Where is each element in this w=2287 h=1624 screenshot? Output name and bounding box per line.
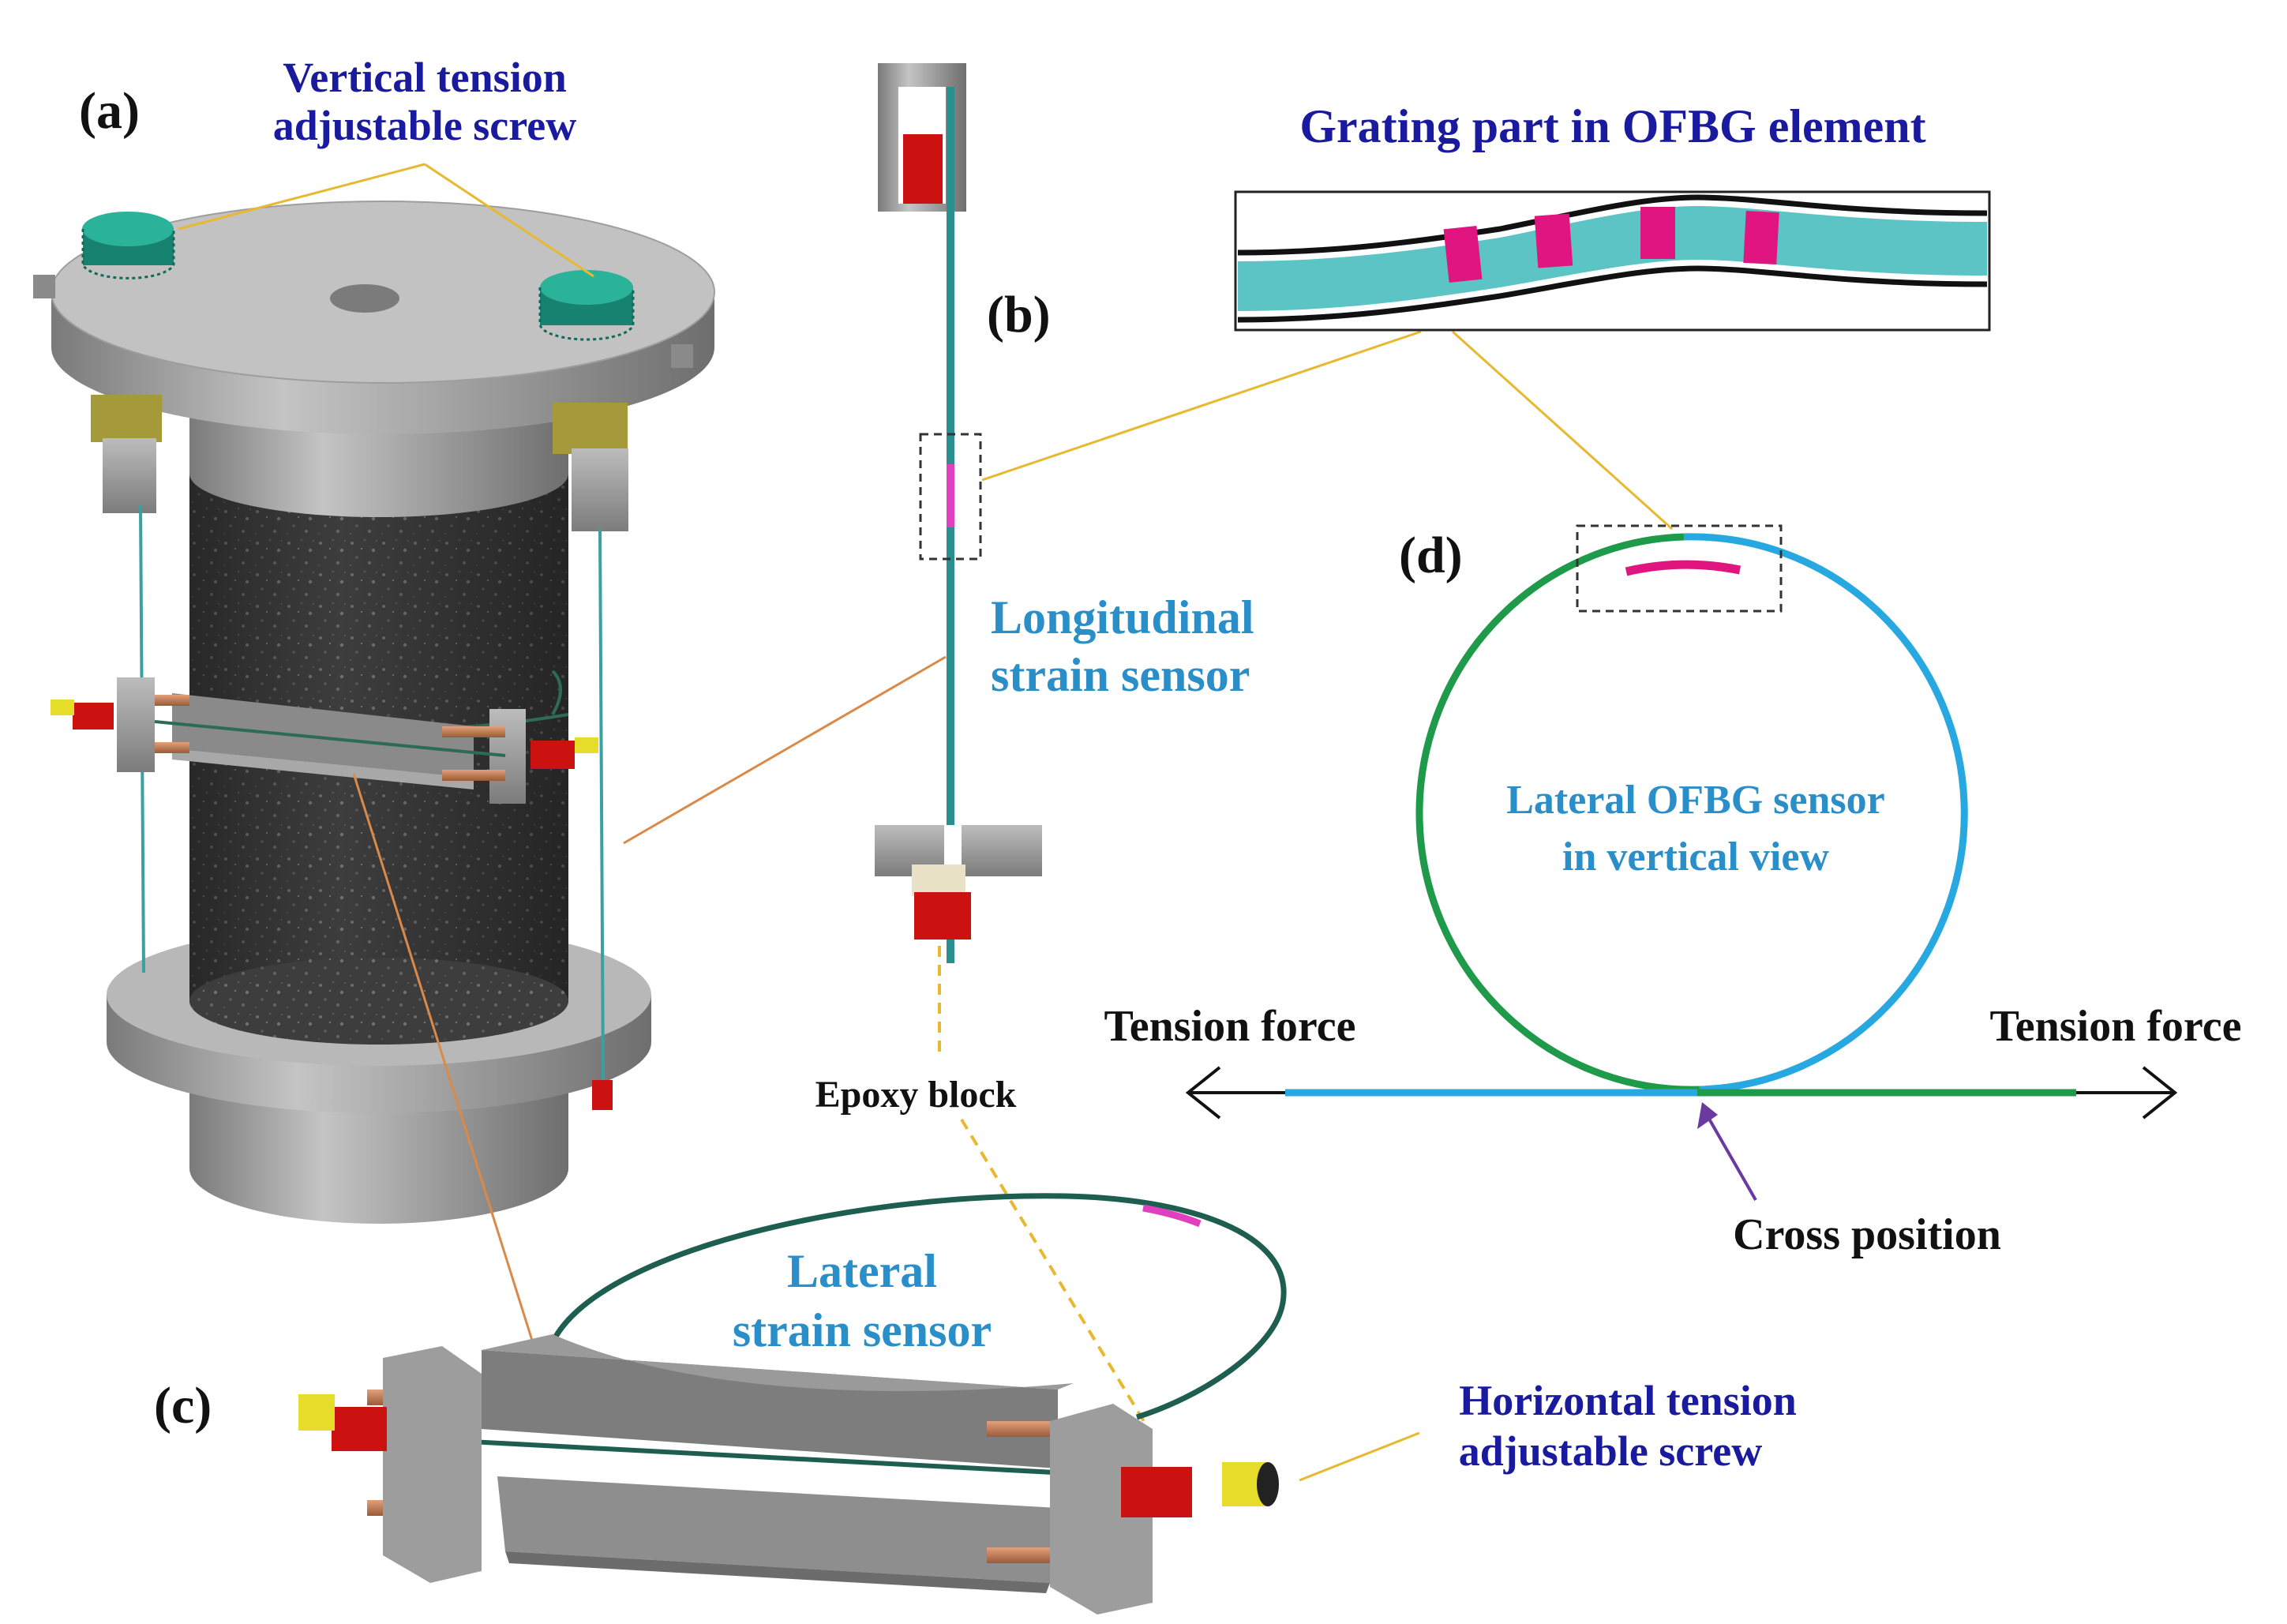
bottom-epoxy-block (914, 892, 971, 940)
vertical-fiber-right (598, 528, 605, 1082)
longitudinal-label-1: Longitudinal (991, 591, 1254, 643)
clamp-bar-upper (482, 1350, 1058, 1468)
panel-label-c: (c) (154, 1377, 212, 1435)
bracket-right (553, 403, 628, 454)
cross-position-label: Cross position (1733, 1210, 2001, 1259)
epoxy-left (332, 1407, 387, 1451)
lateral-ofbg-label-2: in vertical view (1562, 835, 1829, 880)
grating-highlight-box-d (1576, 524, 1783, 613)
longitudinal-label-2: strain sensor (991, 649, 1250, 701)
vertical-screw-left (81, 212, 175, 279)
screw-left (298, 1394, 335, 1431)
lateral-label-1: Lateral (787, 1245, 937, 1297)
lateral-ofbg-label-1: Lateral OFBG sensor (1506, 778, 1885, 823)
loop-green-arc (1415, 533, 1700, 1093)
lateral-clamp-small (51, 677, 598, 804)
hanger-right (572, 448, 628, 531)
panel-d-lateral-view (1185, 524, 2178, 1201)
vertical-screw-label-1: Vertical tension (283, 54, 566, 101)
lateral-grating (1142, 1204, 1202, 1228)
callout-lines-a (178, 163, 947, 1431)
end-block-right (1050, 1404, 1153, 1615)
panel-c-lateral-sensor (298, 1193, 1287, 1615)
grating-marks (1443, 207, 1779, 283)
grating-highlight-box-b (919, 433, 982, 561)
horizontal-screw-label-2: adjustable screw (1459, 1427, 1763, 1475)
grating-detail-panel (1234, 190, 1991, 332)
clamp-bar-lower (497, 1476, 1058, 1583)
loop-blue-arc (1683, 533, 1968, 1093)
lateral-fiber-loop (549, 1193, 1287, 1420)
end-block-left (383, 1346, 482, 1583)
loop-grating (1625, 560, 1741, 576)
horizontal-screw-label-1: Horizontal tension (1459, 1377, 1797, 1424)
lateral-label-2: strain sensor (733, 1304, 992, 1356)
fiber-core (1238, 206, 1987, 311)
epoxy-block-label: Epoxy block (815, 1074, 1017, 1116)
panel-b-longitudinal-sensor (875, 63, 1146, 1424)
cross-arrow-head (1697, 1102, 1718, 1129)
vertical-screw-label-2: adjustable screw (273, 102, 577, 149)
epoxy-right (1121, 1467, 1192, 1517)
tension-force-left: Tension force (1104, 1002, 1356, 1051)
top-plate-hole (330, 284, 399, 313)
grating-title: Grating part in OFBG element (1299, 100, 1925, 152)
panel-label-b: (b) (987, 286, 1051, 343)
arrow-right (2142, 1066, 2178, 1120)
panel-label-a: (a) (79, 82, 140, 140)
bracket-left (91, 395, 162, 442)
hanger-left (103, 438, 156, 513)
top-epoxy-block (903, 134, 943, 204)
tension-force-right: Tension force (1990, 1002, 2242, 1051)
panel-label-d: (d) (1399, 527, 1463, 584)
panel-a-specimen (33, 201, 715, 1224)
vertical-screw-right (538, 270, 635, 341)
arrow-left (1185, 1066, 1221, 1120)
